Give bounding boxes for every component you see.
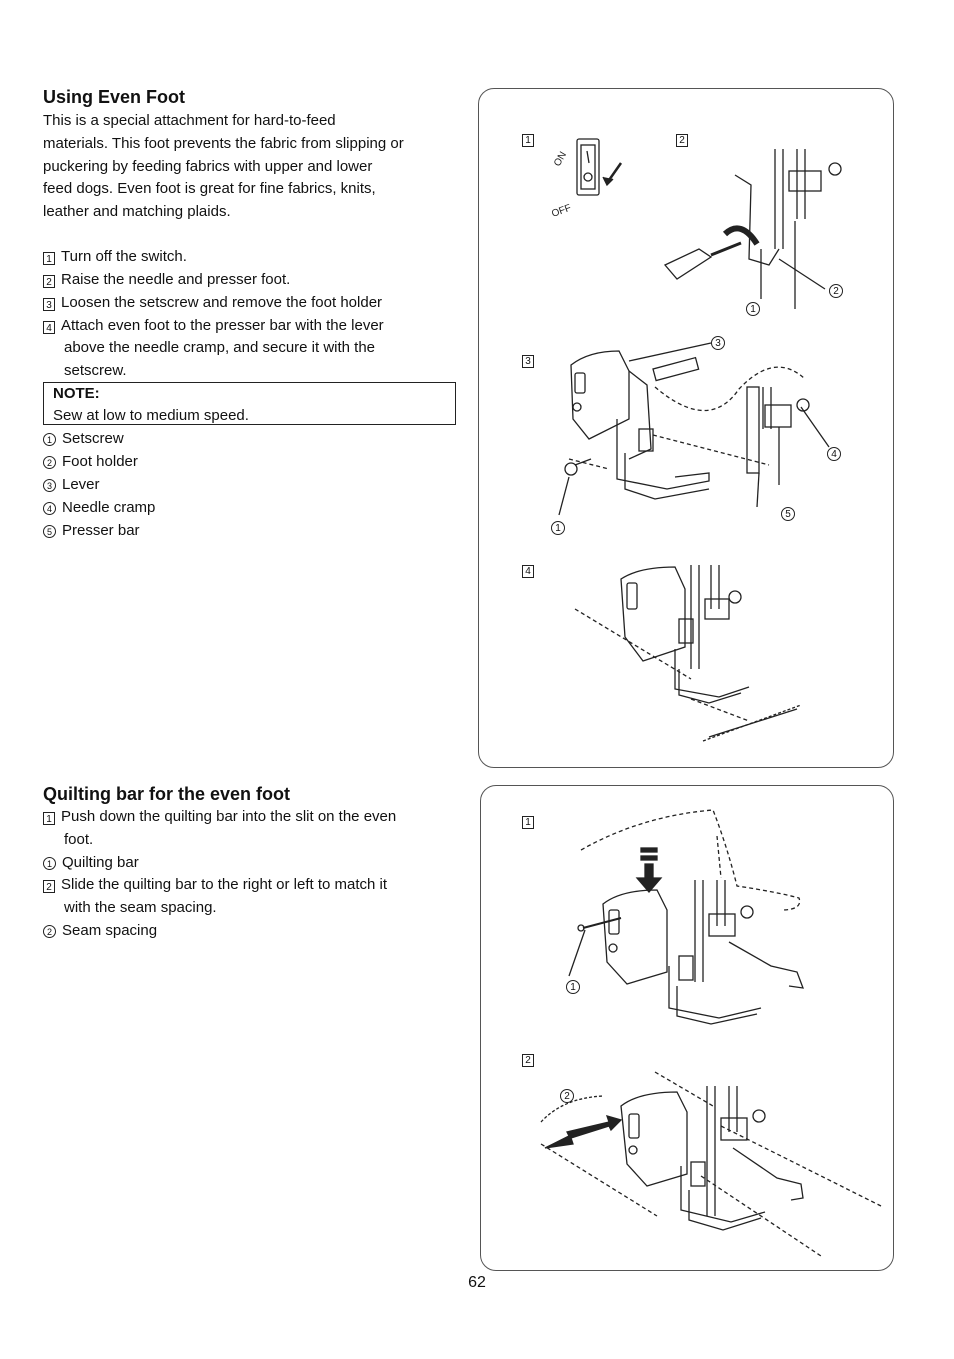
- step-number: 2: [43, 880, 55, 893]
- intro-line: leather and matching plaids.: [43, 203, 231, 220]
- intro-line: materials. This foot prevents the fabric…: [43, 135, 404, 152]
- note-box: NOTE: Sew at low to medium speed.: [43, 382, 456, 425]
- note-body: Sew at low to medium speed.: [53, 407, 249, 424]
- screwdriver-icon: [663, 241, 742, 280]
- section-title-using-even-foot: Using Even Foot: [43, 87, 186, 107]
- part-number: 1: [43, 857, 56, 870]
- intro-line: This is a special attachment for hard-to…: [43, 112, 336, 129]
- left-right-arrow-icon: [544, 1115, 623, 1149]
- step-4: 4 Attach even foot to the presser bar wit…: [43, 315, 384, 338]
- switch-on-label: ON: [552, 150, 569, 168]
- callout-needle-cramp: 4: [827, 447, 841, 461]
- part-1: 1 Setscrew: [43, 428, 124, 451]
- switch-off-label: OFF: [550, 203, 573, 220]
- step-1: 1 Push down the quilting bar into the sli…: [43, 806, 396, 829]
- callout-setscrew: 1: [746, 302, 760, 316]
- figure-label-4: 4: [522, 565, 534, 578]
- part-2: 2 Seam spacing: [43, 920, 157, 943]
- part-number: 5: [43, 525, 56, 538]
- step-2: 2 Slide the quilting bar to the right or …: [43, 874, 387, 897]
- step-text: Attach even foot to the presser bar with…: [61, 317, 384, 334]
- part-number: 2: [43, 925, 56, 938]
- part-text: Foot holder: [62, 453, 138, 470]
- part-text: Presser bar: [62, 522, 140, 539]
- step-1-continued: foot.: [64, 831, 94, 848]
- part-2: 2 Foot holder: [43, 451, 138, 474]
- step-text: Raise the needle and presser foot.: [61, 271, 291, 288]
- figure-label-1: 1: [522, 134, 534, 147]
- quilting-bar-illustration: [540, 809, 882, 1257]
- quilting-bar-figure-panel: [480, 785, 894, 1271]
- part-4: 4 Needle cramp: [43, 497, 155, 520]
- part-text: Lever: [62, 476, 100, 493]
- part-number: 3: [43, 479, 56, 492]
- step-text: Push down the quilting bar into the slit…: [61, 808, 397, 825]
- step-text: Turn off the switch.: [61, 248, 187, 265]
- figure-label-2: 2: [676, 134, 688, 147]
- step-4-continued: above the needle cramp, and secure it wi…: [64, 339, 376, 356]
- down-arrow-icon: [635, 863, 663, 893]
- part-number: 2: [43, 456, 56, 469]
- even-foot-illustration: ON OFF: [550, 138, 842, 742]
- step-1: 1 Turn off the switch.: [43, 246, 187, 269]
- part-3: 3 Lever: [43, 474, 100, 497]
- callout-presser-bar: 5: [781, 507, 795, 521]
- step-number: 2: [43, 275, 55, 288]
- callout-quilting-bar: 1: [566, 980, 580, 994]
- figure-label-2: 2: [522, 1054, 534, 1067]
- step-2-continued: with the seam spacing.: [64, 899, 217, 916]
- part-number: 4: [43, 502, 56, 515]
- step-3: 3 Loosen the setscrew and remove the foot…: [43, 292, 382, 315]
- step-number: 1: [43, 812, 55, 825]
- step-text: Loosen the setscrew and remove the foot …: [61, 294, 383, 311]
- intro-line: feed dogs. Even foot is great for fine f…: [43, 180, 376, 197]
- even-foot-figure-panel: ON OFF: [478, 88, 894, 768]
- step-text: Slide the quilting bar to the right or l…: [61, 876, 388, 893]
- step-number: 4: [43, 321, 55, 334]
- step-2: 2 Raise the needle and presser foot.: [43, 269, 290, 292]
- callout-setscrew-fig3: 1: [551, 521, 565, 535]
- figure-label-1: 1: [522, 816, 534, 829]
- note-title: NOTE:: [53, 385, 100, 402]
- callout-lever: 3: [711, 336, 725, 350]
- callout-foot-holder: 2: [829, 284, 843, 298]
- part-1: 1 Quilting bar: [43, 852, 139, 875]
- quilting-bar-icon: [582, 917, 622, 929]
- step-number: 1: [43, 252, 55, 265]
- part-text: Seam spacing: [62, 922, 158, 939]
- part-number: 1: [43, 433, 56, 446]
- part-text: Setscrew: [62, 430, 124, 447]
- intro-line: puckering by feeding fabrics with upper …: [43, 158, 373, 175]
- even-foot-icon: [570, 350, 710, 500]
- callout-seam-spacing: 2: [560, 1089, 574, 1103]
- setscrew-icon: [564, 462, 578, 476]
- page-number: 62: [468, 1274, 486, 1291]
- section-title-quilting-bar: Quilting bar for the even foot: [43, 784, 290, 804]
- power-switch-icon: [576, 138, 600, 196]
- part-text: Quilting bar: [62, 854, 139, 871]
- part-5: 5 Presser bar: [43, 520, 140, 543]
- step-number: 3: [43, 298, 55, 311]
- figure-label-3: 3: [522, 355, 534, 368]
- part-text: Needle cramp: [62, 499, 156, 516]
- step-4-continued: setscrew.: [64, 362, 127, 379]
